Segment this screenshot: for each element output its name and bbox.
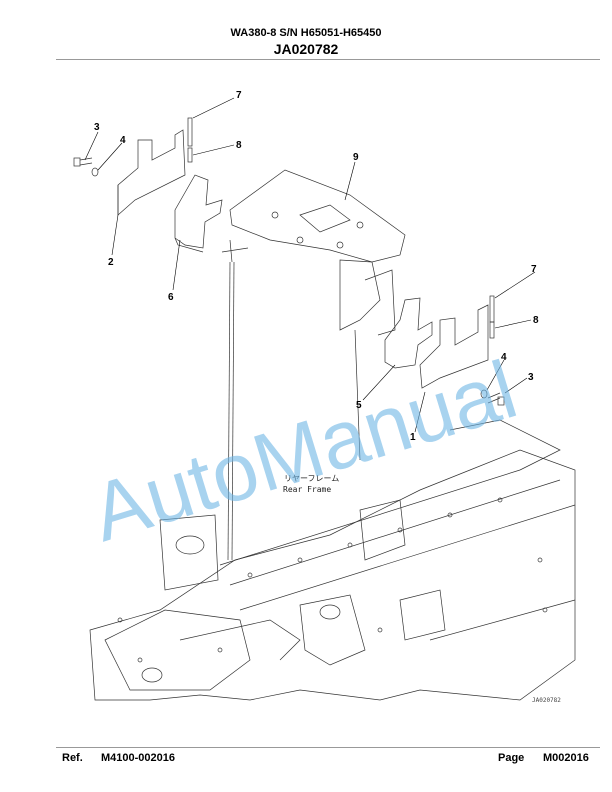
washer-4-upper bbox=[91, 167, 99, 177]
callout-9: 9 bbox=[353, 152, 359, 163]
rear-frame-label-jp: リヤーフレーム bbox=[284, 474, 339, 483]
callout-3-upper: 3 bbox=[94, 122, 100, 133]
callout-7-lower: 7 bbox=[531, 264, 537, 275]
ref-value: M4100-002016 bbox=[101, 752, 176, 764]
cover-plate-5 bbox=[384, 297, 433, 369]
callout-6: 6 bbox=[168, 292, 174, 303]
callout-3-lower: 3 bbox=[528, 372, 534, 383]
assembly-line bbox=[231, 261, 235, 561]
bolt-3-upper bbox=[73, 157, 93, 167]
callout-7-upper: 7 bbox=[236, 90, 242, 101]
footer-divider bbox=[56, 747, 600, 748]
callout-8-lower: 8 bbox=[533, 315, 539, 326]
cover-plate-1 bbox=[419, 304, 489, 389]
rear-frame bbox=[89, 419, 576, 701]
callout-8-upper: 8 bbox=[236, 140, 242, 151]
strip-7-upper bbox=[187, 117, 193, 147]
ref-label: Ref. bbox=[62, 752, 83, 764]
callout-4-upper: 4 bbox=[120, 135, 126, 146]
page-label: Page bbox=[498, 752, 525, 764]
bracket-9 bbox=[221, 169, 406, 336]
header-divider bbox=[56, 59, 600, 60]
callout-4-lower: 4 bbox=[501, 352, 507, 363]
cover-plate-6 bbox=[174, 174, 223, 253]
callout-5: 5 bbox=[356, 400, 362, 411]
bolt-3-lower bbox=[487, 392, 505, 406]
washer-4-lower bbox=[480, 389, 488, 399]
strip-7-lower bbox=[489, 295, 495, 323]
figure-code-title: JA020782 bbox=[273, 41, 339, 57]
strip-8-upper bbox=[187, 147, 193, 163]
strip-8-lower bbox=[489, 321, 495, 339]
assembly-line bbox=[354, 329, 361, 461]
rear-frame-label-en: Rear Frame bbox=[283, 485, 331, 494]
watermark-text: AutoManual bbox=[82, 344, 527, 559]
cover-plate-2 bbox=[117, 129, 186, 216]
drawing-number: JA020782 bbox=[532, 697, 561, 704]
callout-2: 2 bbox=[108, 257, 114, 268]
model-serial-title: WA380-8 S/N H65051-H65450 bbox=[230, 27, 382, 39]
callout-1: 1 bbox=[410, 432, 416, 443]
assembly-line bbox=[227, 261, 231, 561]
page-value: M002016 bbox=[543, 752, 589, 764]
